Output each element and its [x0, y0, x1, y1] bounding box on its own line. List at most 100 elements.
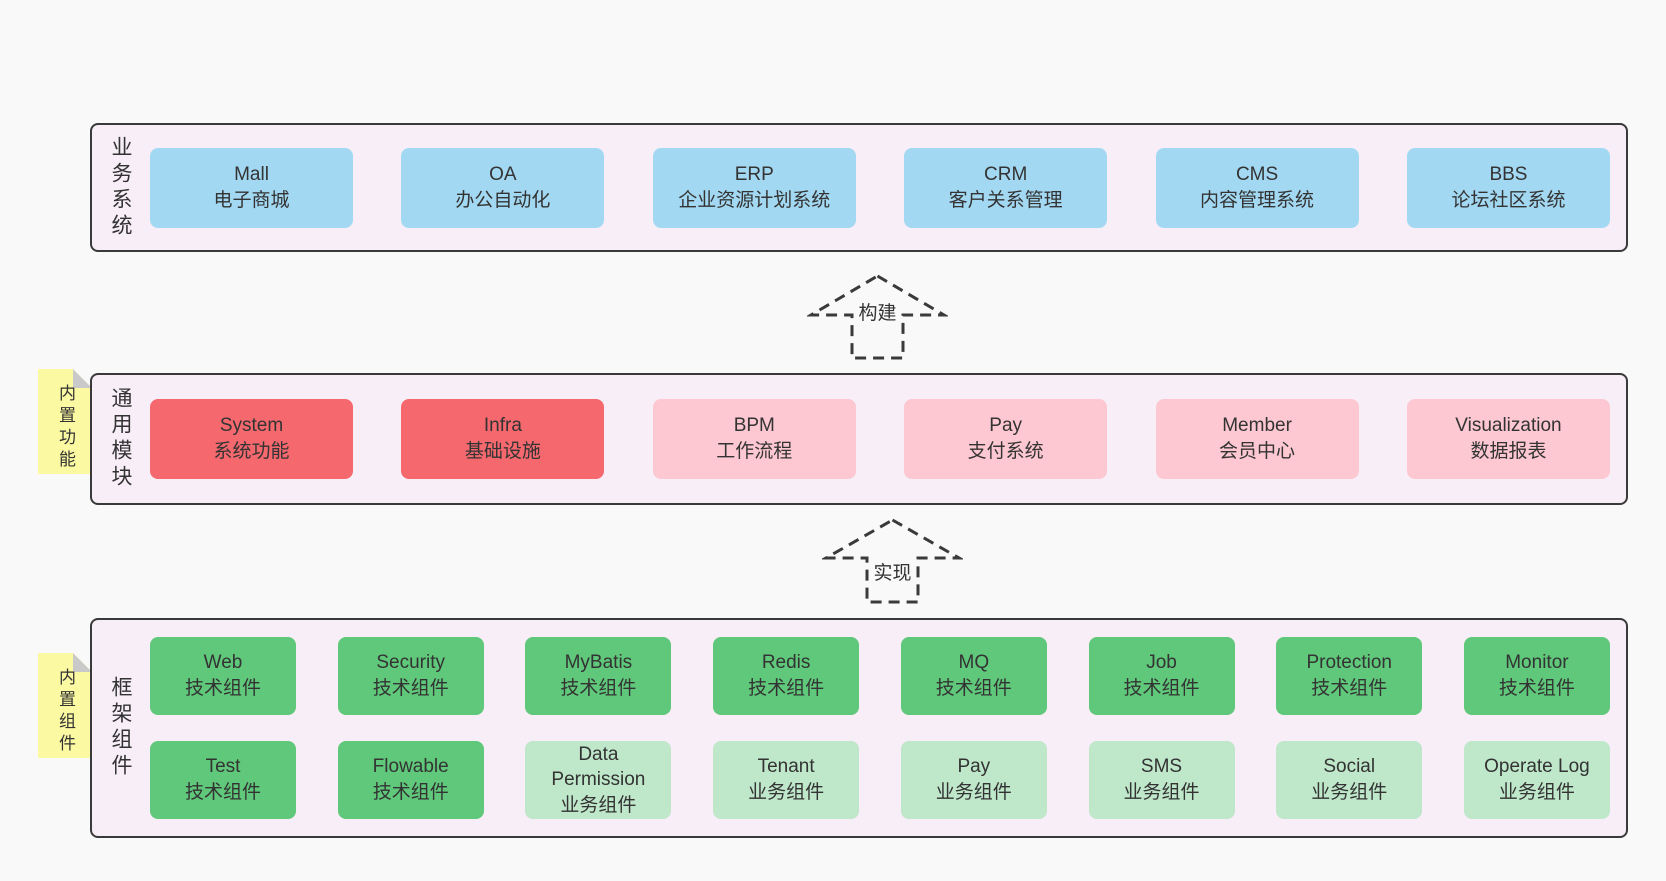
box-subtitle: 客户关系管理 [948, 189, 1063, 211]
box-flowable: Flowable 技术组件 [337, 741, 484, 819]
box-tenant: Tenant 业务组件 [713, 741, 860, 819]
box-subtitle: 电子商城 [213, 189, 290, 211]
box-test: Test 技术组件 [150, 741, 296, 819]
box-title: CRM [984, 163, 1028, 185]
box-bpm: BPM 工作流程 [652, 399, 856, 479]
modules-box-row: System 系统功能 Infra 基础设施 BPM 工作流程 Pay 支付系统 Member 会… [150, 399, 1610, 479]
box-title: Pay [957, 756, 991, 778]
box-title: Infra [483, 415, 522, 437]
box-monitor: Monitor 技术组件 [1463, 637, 1610, 715]
box-subtitle: 技术组件 [935, 678, 1012, 699]
box-security: Security 技术组件 [337, 637, 484, 715]
implement-arrow: 实现 [822, 516, 963, 606]
box-subtitle: 会员中心 [1219, 441, 1296, 462]
box-web: Web 技术组件 [150, 637, 296, 715]
build-arrow: 构建 [807, 272, 948, 362]
box-protection: Protection 技术组件 [1276, 637, 1423, 715]
layer-label-framework-components: 框架组件 [109, 676, 132, 780]
box-title: Operate Log [1484, 756, 1590, 778]
box-visualization: Visualization 数据报表 [1406, 399, 1610, 479]
box-title: Visualization [1455, 415, 1562, 437]
box-subtitle: 技术组件 [184, 782, 261, 803]
box-title: MyBatis [564, 652, 633, 674]
box-title: Security [376, 652, 446, 674]
box-subtitle: 支付系统 [967, 441, 1044, 462]
box-title: Data Permission [551, 743, 646, 791]
box-title: Protection [1306, 652, 1392, 674]
box-infra: Infra 基础设施 [401, 399, 605, 479]
box-title: SMS [1140, 756, 1183, 778]
box-title: Flowable [372, 756, 449, 778]
box-subtitle: 工作流程 [716, 441, 793, 462]
box-mq: MQ 技术组件 [900, 637, 1047, 715]
box-title: Monitor [1505, 652, 1569, 674]
box-member: Member 会员中心 [1155, 399, 1359, 479]
box-title: Job [1146, 652, 1177, 674]
box-crm: CRM 客户关系管理 [904, 147, 1108, 228]
box-title: BPM [733, 415, 775, 437]
box-subtitle: 业务组件 [748, 782, 825, 803]
sticky-note-builtin-components: 内置组件 [38, 653, 92, 758]
box-title: OA [489, 163, 517, 185]
box-subtitle: 业务组件 [1123, 782, 1200, 803]
box-oa: OA 办公自动化 [401, 147, 605, 228]
dashed-up-arrow-icon [822, 518, 963, 604]
box-title: Pay [989, 415, 1023, 437]
box-subtitle: 业务组件 [1311, 782, 1388, 803]
layer-label-business-systems: 业务系统 [109, 135, 132, 240]
box-job: Job 技术组件 [1088, 637, 1235, 715]
box-subtitle: 论坛社区系统 [1451, 189, 1566, 211]
box-subtitle: 技术组件 [372, 678, 449, 699]
box-subtitle: 办公自动化 [455, 189, 551, 211]
box-subtitle: 技术组件 [560, 678, 637, 699]
box-title: Redis [761, 652, 811, 674]
box-subtitle: 业务组件 [1498, 782, 1575, 803]
box-subtitle: 技术组件 [1311, 678, 1388, 699]
box-title: Mall [234, 163, 269, 185]
box-subtitle: 技术组件 [1498, 678, 1575, 699]
box-subtitle: 业务组件 [935, 782, 1012, 803]
box-subtitle: 技术组件 [748, 678, 825, 699]
box-title: CMS [1235, 163, 1279, 185]
box-title: Web [203, 652, 243, 674]
box-mall: Mall 电子商城 [150, 147, 353, 228]
box-title: System [219, 415, 284, 437]
box-title: ERP [734, 163, 774, 185]
box-title: Test [205, 756, 241, 778]
sticky-note-label: 内置组件 [56, 668, 75, 756]
box-subtitle: 技术组件 [372, 782, 449, 803]
box-pay-biz: Pay 业务组件 [900, 741, 1047, 819]
box-subtitle: 业务组件 [560, 794, 637, 816]
box-sms: SMS 业务组件 [1088, 741, 1235, 819]
box-subtitle: 系统功能 [213, 441, 290, 462]
box-subtitle: 基础设施 [464, 441, 541, 462]
implement-arrow-label: 实现 [870, 558, 915, 585]
box-operate-log: Operate Log 业务组件 [1463, 741, 1610, 819]
box-data-permission: Data Permission 业务组件 [525, 741, 672, 819]
build-arrow-label: 构建 [855, 298, 900, 325]
box-title: Social [1323, 756, 1376, 778]
box-redis: Redis 技术组件 [713, 637, 860, 715]
box-title: Tenant [757, 756, 815, 778]
sticky-note-label: 内置功能 [56, 384, 75, 472]
box-bbs: BBS 论坛社区系统 [1406, 147, 1610, 228]
box-title: MQ [958, 652, 990, 674]
box-pay: Pay 支付系统 [904, 399, 1108, 479]
box-subtitle: 数据报表 [1470, 441, 1547, 462]
box-subtitle: 技术组件 [184, 678, 261, 699]
box-title: BBS [1489, 163, 1528, 185]
box-mybatis: MyBatis 技术组件 [525, 637, 672, 715]
box-title: Member [1222, 415, 1292, 437]
sticky-note-builtin-features: 内置功能 [38, 369, 92, 474]
box-subtitle: 技术组件 [1123, 678, 1200, 699]
box-system: System 系统功能 [150, 399, 353, 479]
